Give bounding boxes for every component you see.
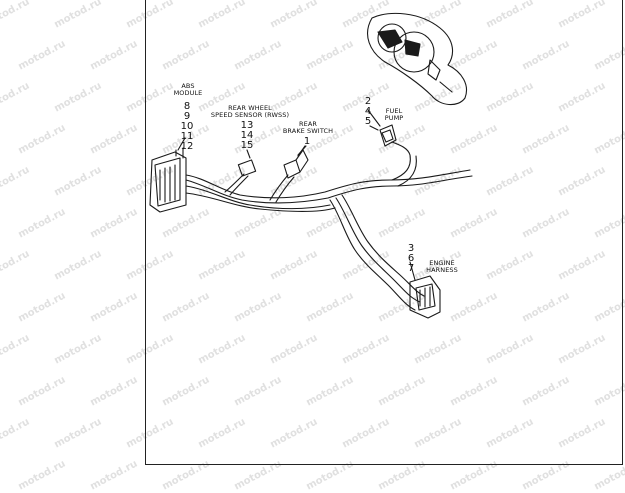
ref-number: 1 (303, 136, 311, 147)
fuel-pump-label: FUEL PUMP (384, 107, 404, 122)
ref-number: 8 (183, 101, 191, 112)
ref-number: 14 (240, 130, 254, 141)
ref-number: 13 (240, 120, 254, 131)
ref-number: 12 (180, 141, 194, 152)
diagram-frame (145, 0, 623, 465)
abs-module-label: ABS MODULE (173, 82, 203, 97)
ref-number: 10 (180, 121, 194, 132)
engine-harness-label: ENGINE HARNESS (426, 259, 458, 274)
abs-module-numbers: 8 9 10 11 12 (176, 102, 198, 152)
ref-number: 7 (407, 263, 415, 274)
fuel-pump-branch (367, 109, 417, 187)
rwss-branch (224, 149, 257, 196)
main-harness (185, 169, 473, 213)
ref-number: 11 (180, 131, 194, 142)
ref-number: 4 (364, 106, 372, 117)
ref-number: 6 (407, 253, 415, 264)
ref-number: 9 (183, 111, 191, 122)
ref-number: 2 (364, 96, 372, 107)
leader-lines (177, 137, 307, 156)
abs-module-connector (149, 147, 187, 213)
engine-harness-branch (329, 194, 441, 319)
ref-number: 5 (364, 116, 372, 127)
brake-switch-branch (269, 145, 309, 203)
ref-number: 15 (240, 140, 254, 151)
brake-switch-numbers: 1 (299, 137, 315, 147)
motorcycle-locator-inset (367, 12, 467, 106)
fuel-pump-numbers: 2 4 5 (361, 97, 375, 127)
rwss-numbers: 13 14 15 (236, 121, 258, 151)
rwss-label: REAR WHEEL SPEED SENSOR (RWSS) (210, 104, 290, 119)
ref-number: 3 (407, 243, 415, 254)
engine-harness-numbers: 3 6 7 (404, 244, 418, 274)
brake-switch-label: REAR BRAKE SWITCH (282, 120, 334, 135)
wiring-drawing (149, 12, 473, 319)
